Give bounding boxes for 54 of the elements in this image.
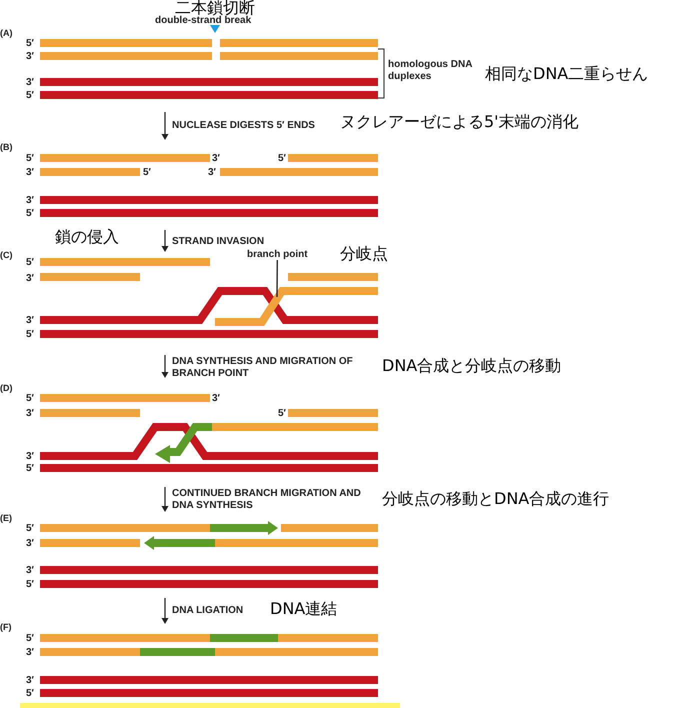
strand-end-label: 3′ [26, 273, 34, 284]
translation-text: 鎖の侵入 [55, 229, 119, 245]
strand-end-label: 3′ [26, 565, 34, 576]
strand-end-label: 3′ [26, 647, 34, 658]
callout-text: branch point [247, 249, 308, 260]
strand-end-label: 3′ [26, 77, 34, 88]
panel-letter: (F) [0, 622, 12, 632]
panel-letter: (C) [0, 250, 12, 260]
strand-end-label: 3′ [26, 451, 34, 462]
step-caption: CONTINUED BRANCH MIGRATION AND DNA SYNTHESIS [172, 488, 362, 511]
step-caption: STRAND INVASION [172, 236, 266, 248]
strand-end-label: 5′ [26, 579, 34, 590]
translation-text: 分岐点 [340, 246, 388, 262]
panel-letter: (D) [0, 383, 12, 394]
strand-end-label: 5′ [26, 38, 34, 50]
strand-end-label: 3′ [26, 195, 34, 206]
translation-text: 分岐点の移動とDNA合成の進行 [382, 491, 610, 507]
strand-end-label: 5′ [278, 153, 286, 164]
bracket-label: homologous DNA duplexes [388, 59, 474, 82]
leader-line [276, 260, 278, 297]
strand-end-label: 5′ [143, 167, 151, 178]
strand-end-label: 5′ [26, 90, 34, 102]
step-caption: double-strand break [155, 15, 252, 26]
strand-end-label: 5′ [26, 463, 34, 474]
translation-text: 相同なDNA二重らせん [485, 66, 648, 82]
strand-end-label: 3′ [212, 393, 220, 404]
strand-end-label: 3′ [26, 408, 34, 420]
translation-text: ヌクレアーゼによる5'末端の消化 [340, 114, 579, 130]
translation-text: DNA合成と分岐点の移動 [382, 358, 562, 374]
strand-end-label: 3′ [26, 51, 34, 62]
strand-end-label: 5′ [278, 408, 286, 420]
panel-letter: (E) [0, 513, 12, 524]
translation-text: DNA連結 [270, 601, 338, 617]
panel-letter: (A) [0, 28, 12, 38]
strand-end-label: 5′ [26, 329, 34, 340]
strand-end-label: 3′ [26, 675, 34, 686]
step-caption: DNA LIGATION [172, 605, 244, 616]
translation-text: 二本鎖切断 [175, 0, 255, 16]
strand-end-label: 5′ [26, 633, 34, 644]
strand-end-label: 3′ [26, 315, 34, 326]
strand-end-label: 5′ [26, 257, 34, 268]
step-caption: DNA SYNTHESIS AND MIGRATION OF BRANCH POINT [172, 356, 354, 379]
strand-end-label: 5′ [26, 393, 34, 404]
strand-end-label: 5′ [26, 523, 34, 534]
invading-strand [215, 287, 378, 326]
strand-end-label: 3′ [26, 167, 34, 178]
strand-end-label: 3′ [26, 538, 34, 550]
step-caption: NUCLEASE DIGESTS 5′ ENDS [172, 120, 316, 132]
panel-letter: (B) [0, 142, 12, 152]
strand-end-label: 5′ [26, 688, 34, 700]
strand-end-label: 3′ [212, 153, 220, 164]
strand-end-label: 5′ [26, 208, 34, 220]
strand-end-label: 5′ [26, 153, 34, 164]
strand-end-label: 3′ [208, 167, 216, 178]
